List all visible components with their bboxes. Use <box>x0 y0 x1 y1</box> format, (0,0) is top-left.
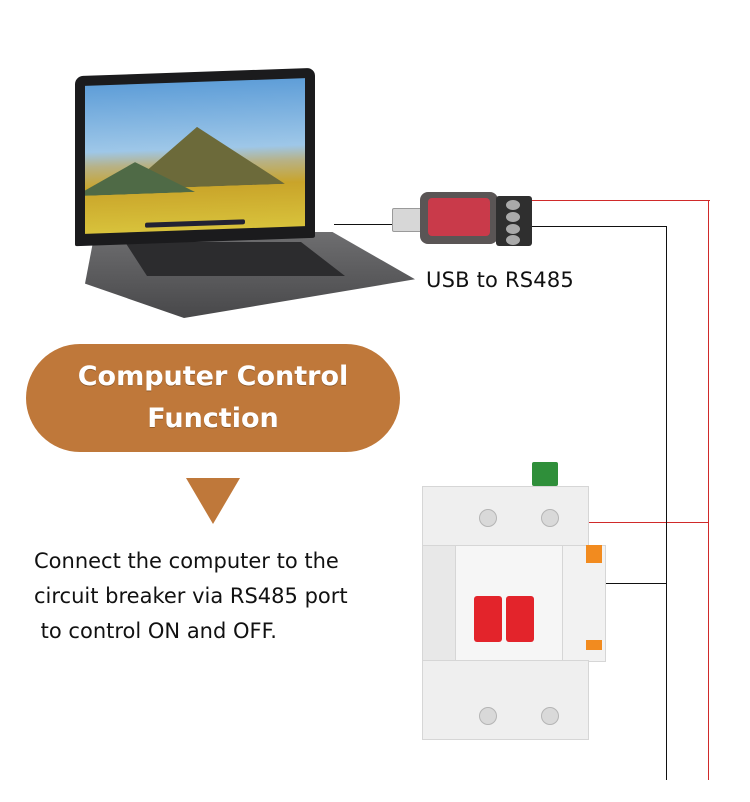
breaker-handle <box>474 596 502 642</box>
terminal-screw <box>506 235 520 245</box>
laptop-image <box>75 67 315 247</box>
description-line: circuit breaker via RS485 port <box>34 584 348 608</box>
rs485-black-wire-breaker <box>604 583 666 584</box>
circuit-breaker-image <box>422 486 589 548</box>
usb-cable <box>334 224 394 225</box>
terminal-screw <box>506 212 520 222</box>
usb-adapter-caption: USB to RS485 <box>426 268 574 292</box>
rs485-black-wire <box>532 226 666 227</box>
feature-description: Connect the computer to the circuit break… <box>34 544 414 649</box>
laptop-wallpaper <box>85 78 305 234</box>
breaker-screw <box>479 509 497 527</box>
breaker-status-indicator <box>586 545 602 563</box>
terminal-screw <box>506 224 520 234</box>
breaker-orange-tab <box>586 640 602 650</box>
arrow-down-icon <box>186 478 240 524</box>
breaker-screw <box>541 509 559 527</box>
rs485-red-wire <box>532 200 710 201</box>
breaker-side-panel <box>422 545 460 662</box>
rs485-red-wire-vertical <box>708 200 709 780</box>
breaker-green-terminal <box>532 462 558 486</box>
breaker-screw <box>541 707 559 725</box>
breaker-handle <box>506 596 534 642</box>
usb-plug <box>392 208 424 232</box>
breaker-screw <box>479 707 497 725</box>
terminal-screw <box>506 200 520 210</box>
feature-title-line1: Computer Control <box>77 361 349 392</box>
feature-title-pill: Computer Control Function <box>26 344 400 452</box>
breaker-lower-housing <box>422 660 589 740</box>
laptop-taskbar <box>145 219 245 228</box>
usb-adapter-board <box>428 198 490 236</box>
rs485-terminal-block <box>496 196 532 246</box>
rs485-red-wire-breaker <box>586 522 709 523</box>
description-line: to control ON and OFF. <box>34 619 277 643</box>
feature-title-line2: Function <box>147 403 279 434</box>
rs485-black-wire-vertical <box>666 226 667 780</box>
description-line: Connect the computer to the <box>34 549 339 573</box>
